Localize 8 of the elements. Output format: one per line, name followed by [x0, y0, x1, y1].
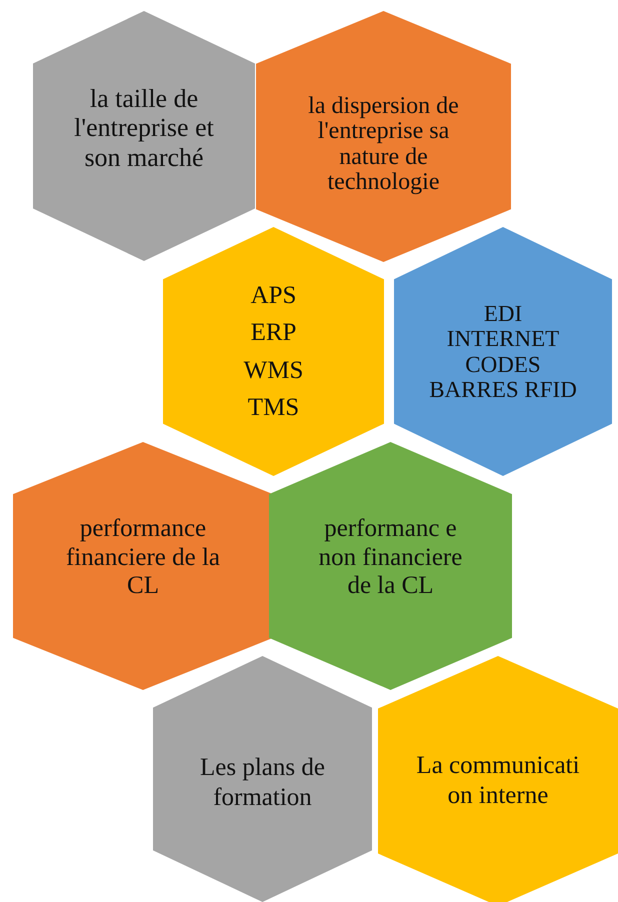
hexagon-label: EDI INTERNET CODES BARRES RFID: [428, 300, 578, 402]
hexagon-label: performanc e non financiere de la CL: [318, 514, 464, 602]
hexagon-label: la taille de l'entreprise et son marché: [73, 84, 215, 172]
hexagon-label: la dispersion de l'entreprise sa nature de technologie: [307, 94, 460, 196]
hexagon-label: performance financiere de la CL: [64, 514, 222, 602]
hexagon-label: Les plans de formation: [199, 753, 326, 813]
hexagon-label: APS ERP WMS TMS: [242, 280, 304, 423]
hexagon-label: La communicati on interne: [415, 751, 581, 811]
